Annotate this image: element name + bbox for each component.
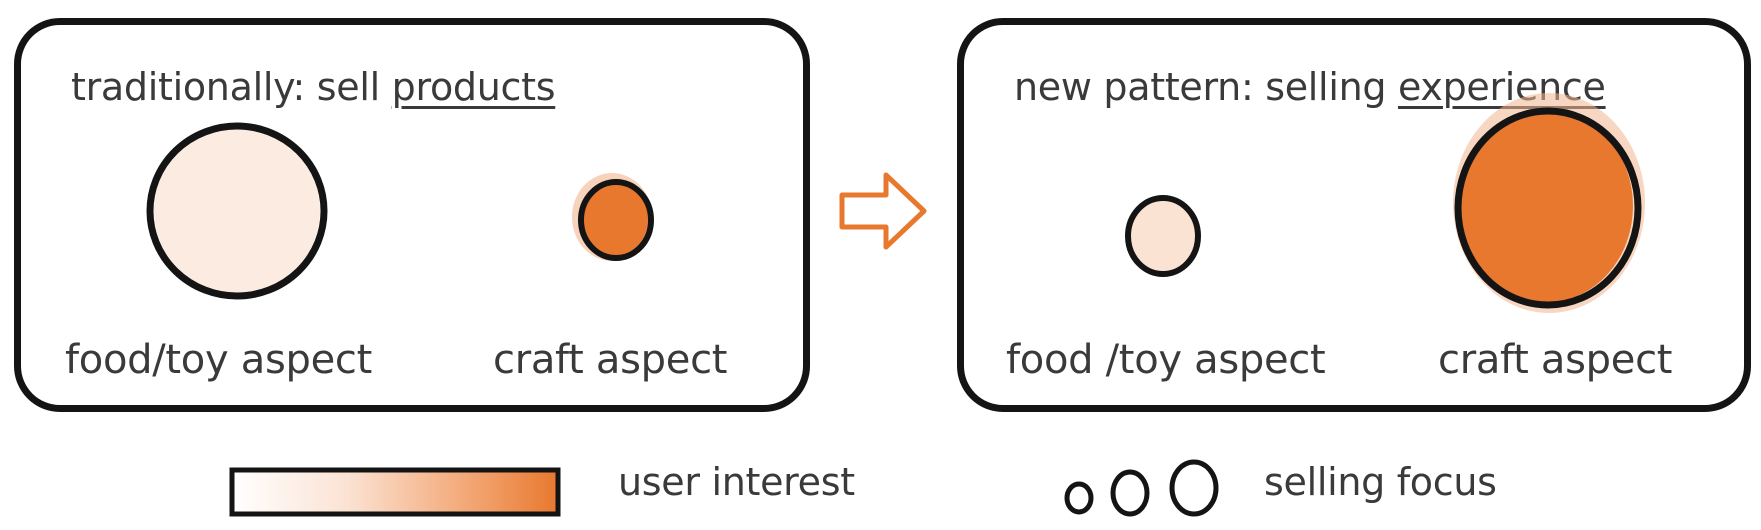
right-arrow-icon [839, 172, 927, 250]
label-craft-aspect: craft aspect [1438, 337, 1673, 383]
legend-user-interest: user interest [618, 460, 855, 504]
panel-title-new-pattern: new pattern: selling experience [1014, 65, 1606, 109]
gradient-bar-icon [229, 467, 561, 517]
panel-title-traditional: traditionally: sell products [71, 65, 556, 109]
circle-size-icon [1064, 459, 1219, 517]
panel-new-pattern: new pattern: selling experience food /to… [957, 18, 1751, 412]
title-prefix: traditionally: sell [71, 65, 392, 109]
legend-selling-focus: selling focus [1264, 460, 1497, 504]
title-emphasis: experience [1397, 65, 1606, 109]
panel-traditional: traditionally: sell products food/toy as… [14, 18, 810, 412]
label-food-aspect: food /toy aspect [1006, 337, 1326, 383]
label-craft-aspect: craft aspect [493, 337, 728, 383]
label-food-aspect: food/toy aspect [65, 337, 372, 383]
title-prefix: new pattern: selling [1014, 65, 1398, 109]
title-emphasis: products [391, 65, 556, 109]
